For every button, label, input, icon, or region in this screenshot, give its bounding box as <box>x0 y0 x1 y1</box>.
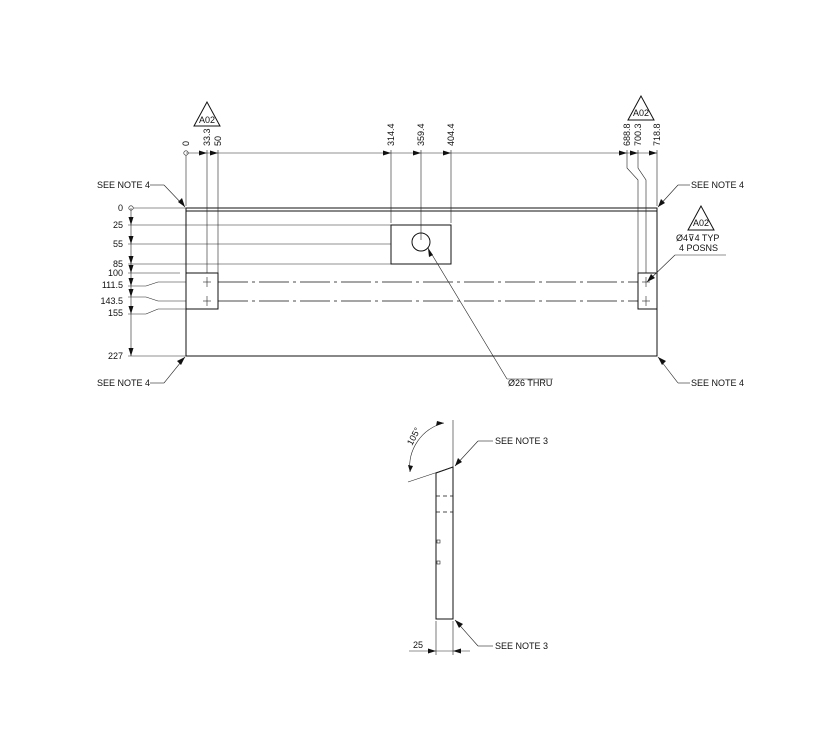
v-dim-5: 111.5 <box>102 280 123 290</box>
corner-note-bottom-right: SEE NOTE 4 <box>657 356 744 388</box>
v-dim-1: 25 <box>113 220 123 230</box>
angle-dimension: 105° <box>405 420 454 483</box>
h-dim-2: 50 <box>213 136 223 146</box>
note-top-right: SEE NOTE 4 <box>691 180 744 190</box>
section-note-top-label: SEE NOTE 3 <box>495 436 548 446</box>
hatched-pocket-right <box>637 272 658 310</box>
h-dim-4: 359.4 <box>416 123 426 146</box>
section-note-bottom-label: SEE NOTE 3 <box>495 641 548 651</box>
h-dim-6: 688.8 <box>622 123 632 146</box>
v-dim-4: 100 <box>108 268 123 278</box>
v-dim-2: 55 <box>113 239 123 249</box>
section-thickness: 25 <box>413 640 423 650</box>
plan-view: 0 33.3 50 314.4 359.4 404.4 688.8 700.3 … <box>97 94 744 388</box>
corner-note-bottom-left: SEE NOTE 4 <box>97 356 186 388</box>
section-angle: 105° <box>405 425 423 446</box>
thickness-dimension: 25 <box>409 621 470 655</box>
h-dim-3: 314.4 <box>386 123 396 146</box>
note-bottom-right: SEE NOTE 4 <box>691 378 744 388</box>
h-dim-5: 404.4 <box>446 123 456 146</box>
revision-tag-hole: A02 <box>693 218 709 228</box>
v-dim-6: 143.5 <box>100 296 123 306</box>
plate-outline <box>185 207 658 357</box>
hole-callout-line1: Ø4⊽4 TYP <box>676 233 719 243</box>
revision-triangle-right: A02 <box>627 94 655 121</box>
horizontal-dimension-chain <box>183 150 658 273</box>
small-hole-markers <box>203 277 650 306</box>
revision-triangle-left: A02 <box>193 100 221 127</box>
note-bottom-left: SEE NOTE 4 <box>97 378 150 388</box>
h-dim-1: 33.3 <box>202 128 212 146</box>
hole-callout-line2: 4 POSNS <box>679 243 718 253</box>
h-dim-8: 718.8 <box>652 123 662 146</box>
note-top-left: SEE NOTE 4 <box>97 180 150 190</box>
v-dim-0: 0 <box>118 203 123 213</box>
section-note-bottom: SEE NOTE 3 <box>454 619 548 651</box>
hole-callout: Ø4⊽4 TYP 4 POSNS <box>646 233 726 283</box>
thru-hole-label: Ø26 THRU <box>508 378 552 388</box>
thru-hole-callout: Ø26 THRU <box>427 247 553 388</box>
revision-triangle-hole: A02 <box>687 204 715 231</box>
hatched-pocket-left <box>185 272 219 310</box>
revision-tag-right: A02 <box>633 108 649 118</box>
v-dim-8: 227 <box>108 351 123 361</box>
v-dim-7: 155 <box>108 308 123 318</box>
vertical-dimension-chain <box>128 205 391 357</box>
corner-note-top-left: SEE NOTE 4 <box>97 180 186 208</box>
v-dim-3: 85 <box>113 259 123 269</box>
corner-note-top-right: SEE NOTE 4 <box>657 180 744 208</box>
revision-tag-left: A02 <box>199 115 215 125</box>
h-dim-0: 0 <box>181 141 191 146</box>
section-note-top: SEE NOTE 3 <box>454 436 548 467</box>
section-view: 105° SEE NOTE 3 SEE NOTE 3 25 <box>405 420 548 655</box>
h-dim-7: 700.3 <box>633 123 643 146</box>
